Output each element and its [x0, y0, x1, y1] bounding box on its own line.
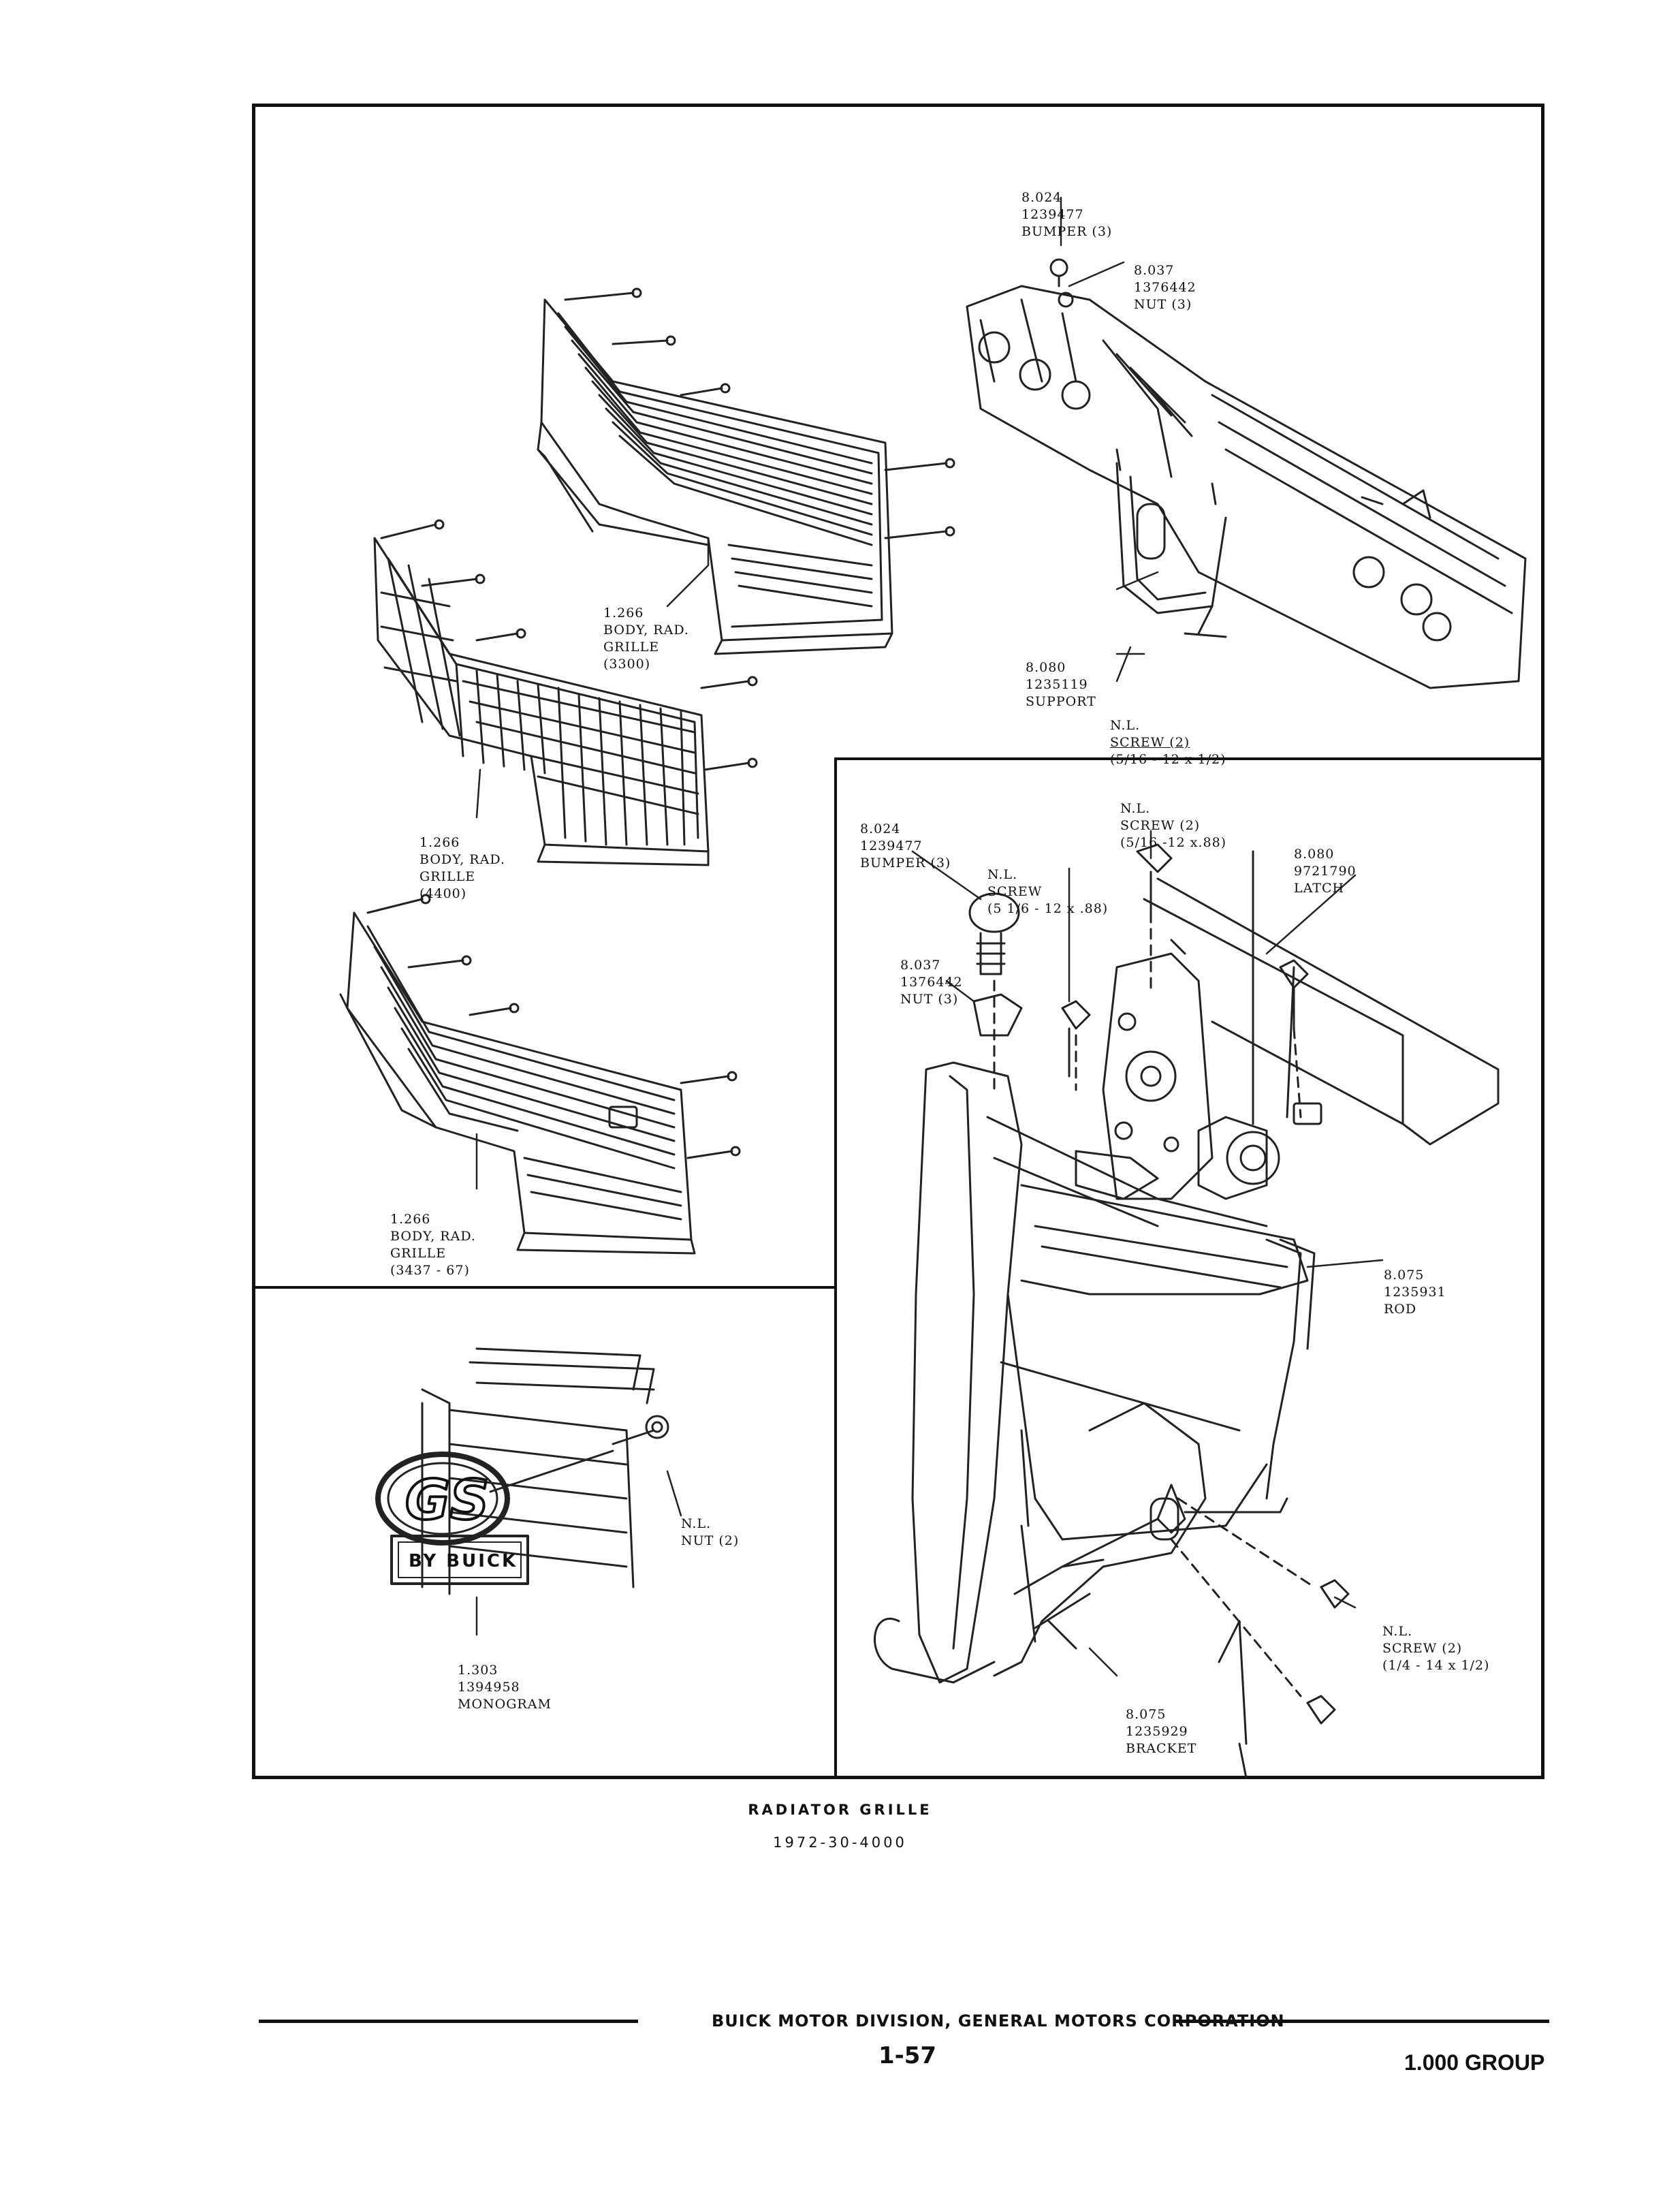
latch-assembly-drawing: [874, 843, 1500, 1779]
footer-rule-left: [259, 2020, 638, 2023]
footer-company: BUICK MOTOR DIVISION, GENERAL MOTORS COR…: [712, 2011, 1285, 2030]
grille-3437-drawing: [339, 894, 741, 1255]
monogram-pane: [252, 1286, 837, 1779]
monogram-drawing: [375, 1347, 669, 1595]
emblem-letters: GS: [405, 1469, 489, 1532]
latch-assembly-pane: [834, 757, 1544, 1779]
footer-page-number: 1-57: [878, 2042, 937, 2069]
grille-4400-drawing: [373, 519, 758, 866]
footer-rule-right: [1175, 2020, 1549, 2023]
label-screw-latch-a: N.L.SCREW (2)(5/16 -12 x.88): [1120, 801, 1227, 850]
label-screw-top: N.L.SCREW (2)(5/16 - 12 x 1/2): [1110, 718, 1226, 767]
leader-lines: [475, 196, 1384, 1677]
label-screw-bracket: N.L.SCREW (2)(1/4 - 14 x 1/2): [1382, 1624, 1490, 1673]
radiator-support-drawing: [966, 258, 1527, 689]
emblem-plate-text: BY BUICK: [409, 1551, 518, 1571]
grille-3300-drawing: [537, 287, 955, 655]
footer-group: 1.000 GROUP: [1404, 2050, 1545, 2075]
label-nut-monogram: N.L.NUT (2): [681, 1516, 740, 1548]
figure-code: 1972-30-4000: [773, 1834, 907, 1851]
figure-title: RADIATOR GRILLE: [748, 1802, 932, 1818]
label-screw-latch-b: N.L.SCREW(5 1/6 - 12 x .88): [987, 867, 1109, 916]
